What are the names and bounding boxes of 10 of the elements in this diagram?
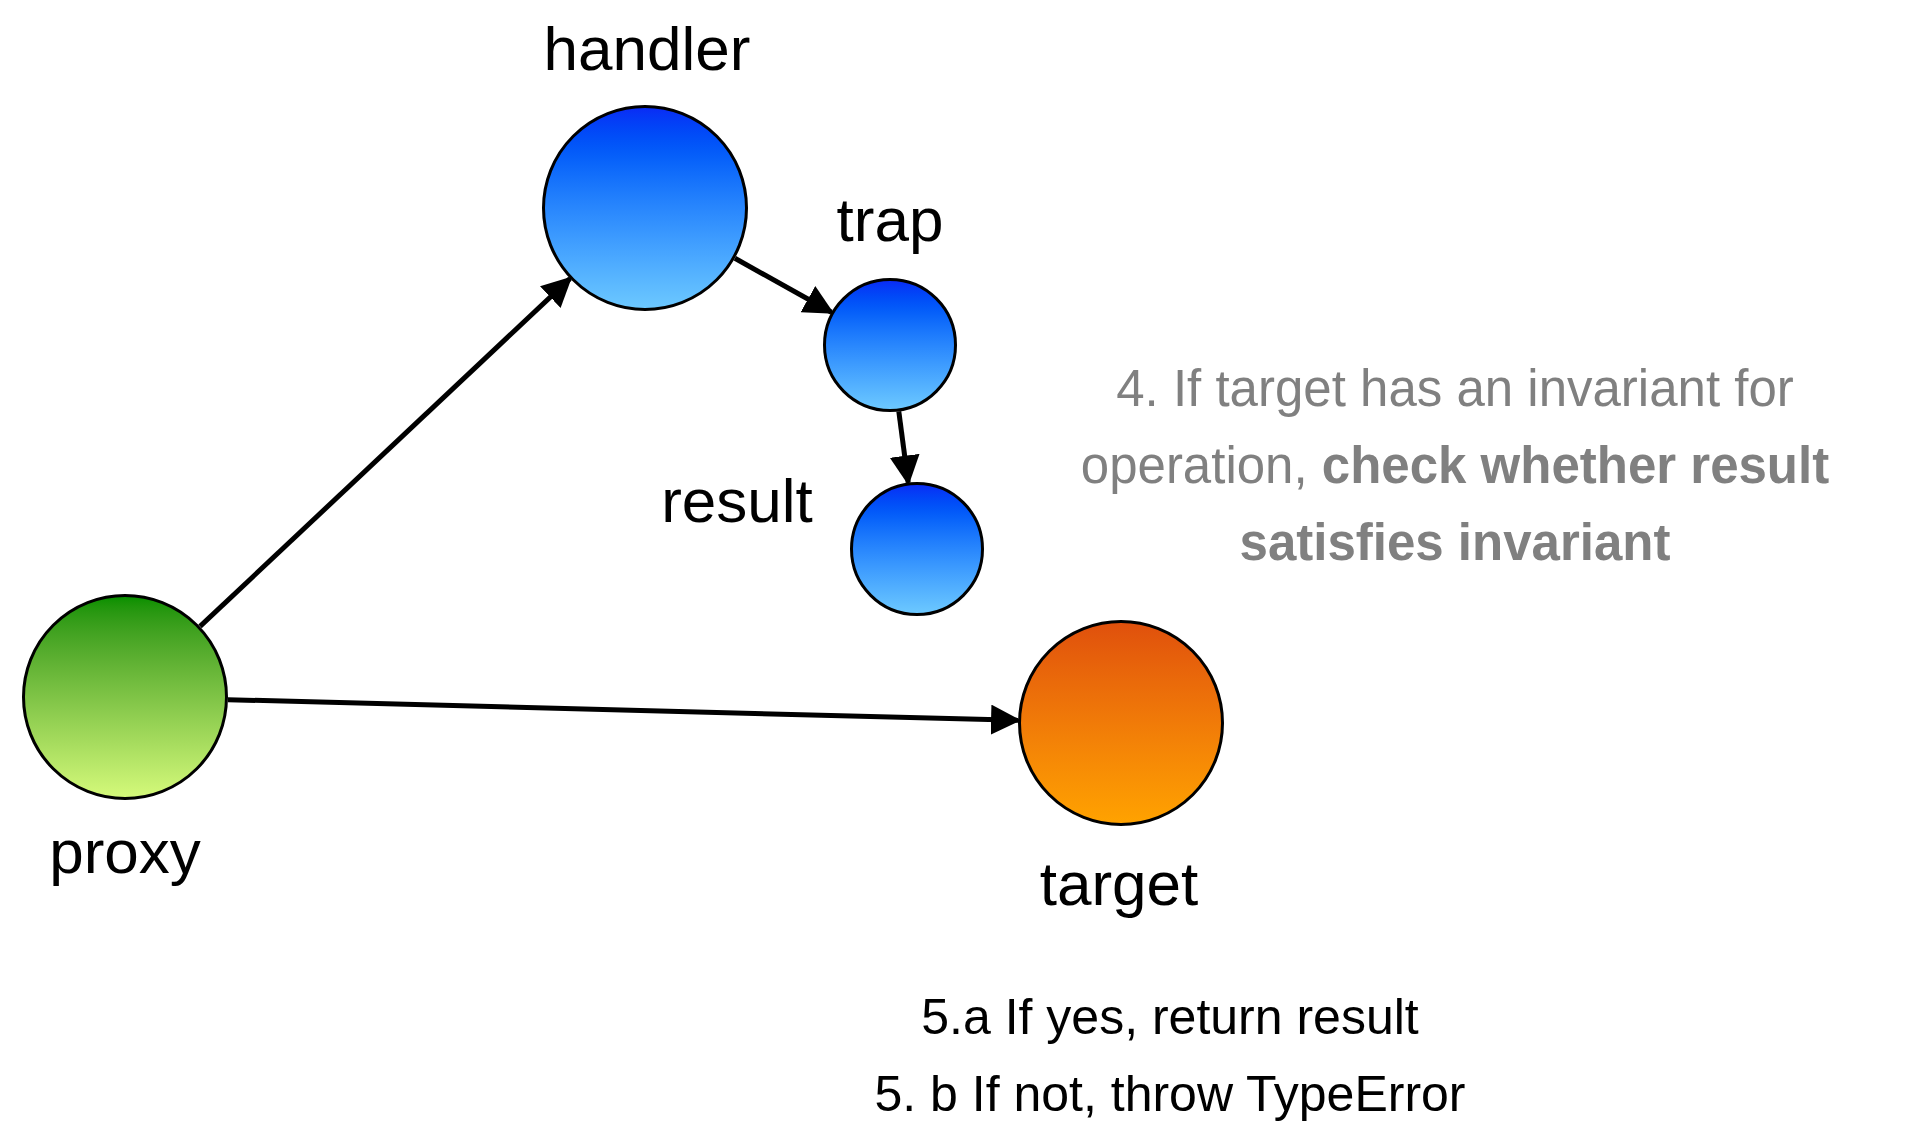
arrow bbox=[733, 256, 835, 315]
note-text: 4. If target has an invariant for operation, check whether result satisfies invariant bbox=[1079, 359, 1831, 573]
node-label: handler bbox=[542, 13, 752, 85]
node-label: result bbox=[660, 465, 814, 537]
note-text: 5.a If yes, return result bbox=[920, 988, 1420, 1047]
node-label: trap bbox=[835, 184, 945, 256]
note-text: 5. b If not, throw TypeError bbox=[873, 1065, 1467, 1124]
node-label: proxy bbox=[48, 816, 202, 888]
arrow bbox=[198, 276, 573, 629]
node-label: target bbox=[1038, 848, 1200, 920]
